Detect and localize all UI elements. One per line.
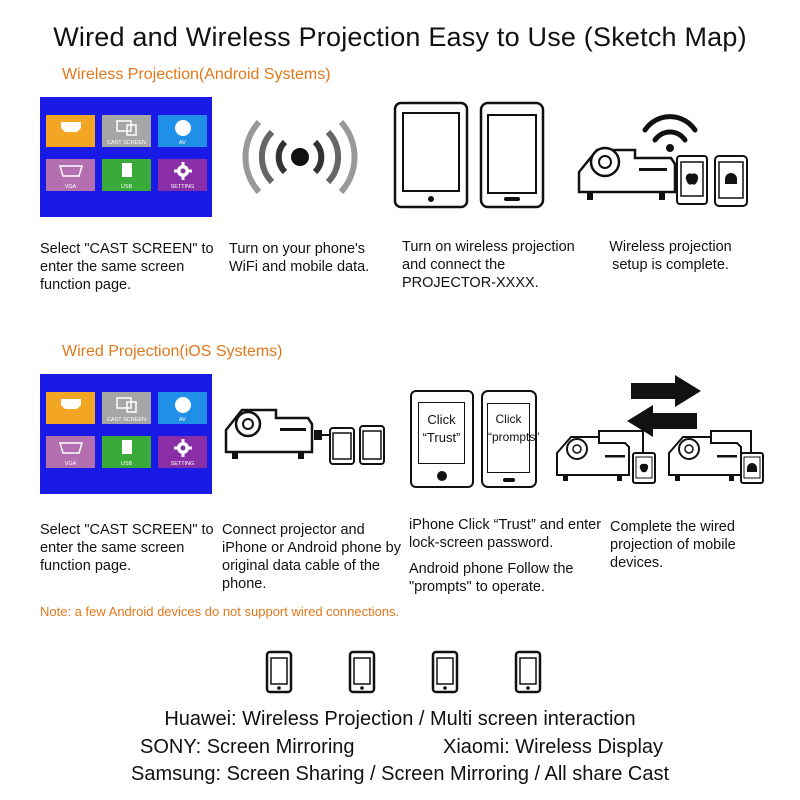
wireless-step-2-caption: Turn on your phone's WiFi and mobile dat…: [229, 241, 370, 275]
gear-icon: [173, 439, 192, 457]
iphone-trust-mockup: Click “Trust”: [410, 390, 474, 488]
cast-screen-icon: [115, 120, 137, 136]
tile-label: AV: [179, 140, 186, 146]
projector-menu-wired: CAST SCREEN AV VGA USB SETTING: [40, 374, 212, 494]
cast-screen-icon: [115, 397, 137, 413]
usb-icon: [121, 163, 132, 177]
setting-tile: SETTING: [158, 436, 207, 468]
tile-label: USB: [120, 184, 133, 190]
tile-label: USB: [120, 461, 133, 467]
projector-wireless-icon: [577, 114, 748, 207]
wireless-step-1-caption: Select "CAST SCREEN" to enter the same s…: [40, 241, 214, 293]
projector-cable-icon: [224, 408, 385, 465]
android-prompts-mockup: Click “prompts”: [481, 390, 540, 488]
wireless-step-4-caption: Wireless projection setup is complete.: [609, 239, 732, 273]
tile-label: VGA: [64, 461, 77, 467]
page-title: Wired and Wireless Projection Easy to Us…: [53, 22, 747, 52]
wifi-signal-icon: [242, 119, 358, 195]
usb-tile: USB: [102, 436, 151, 468]
hdmi-tile: [46, 115, 95, 147]
iphone-screen: Click “Trust”: [418, 402, 465, 464]
cast-screen-tile: CAST SCREEN: [102, 115, 151, 147]
phone-icon: [265, 650, 293, 694]
arrow-left-icon: [627, 405, 697, 437]
wired-step-1-caption: Select "CAST SCREEN" to enter the same s…: [40, 522, 214, 574]
av-icon: [174, 397, 191, 413]
av-tile: AV: [158, 392, 207, 424]
vga-tile: VGA: [46, 436, 95, 468]
tile-label: AV: [179, 417, 186, 423]
hdmi-icon: [60, 122, 81, 132]
wired-step-4-caption: Android phone Follow the "prompts" to op…: [409, 561, 574, 595]
prompts-text: Click “prompts”: [488, 412, 540, 444]
brand-line-samsung: Samsung: Screen Sharing / Screen Mirrori…: [130, 763, 670, 785]
phone-icon: [514, 650, 542, 694]
vga-icon: [58, 165, 83, 177]
brand-line-sony: SONY: Screen Mirroring: [140, 736, 355, 758]
tile-label: VGA: [64, 184, 77, 190]
projector-menu-wireless: CAST SCREEN AV VGA USB SETTING: [40, 97, 212, 217]
trust-prompt-text: Click “Trust”: [422, 412, 461, 445]
tile-label: CAST SCREEN: [106, 417, 147, 423]
wireless-section-heading: Wireless Projection(Android Systems): [62, 66, 331, 83]
brand-line-xiaomi: Xiaomi: Wireless Display: [443, 736, 664, 758]
av-tile: AV: [158, 115, 207, 147]
setting-tile: SETTING: [158, 159, 207, 191]
hdmi-tile: [46, 392, 95, 424]
usb-tile: USB: [102, 159, 151, 191]
home-bar: [503, 478, 515, 482]
wireless-step-3-caption: Turn on wireless projection and connect …: [402, 239, 575, 291]
tile-label: CAST SCREEN: [106, 140, 147, 146]
brand-line-huawei: Huawei: Wireless Projection / Multi scre…: [164, 708, 636, 730]
tablet-and-phone-icon: [393, 101, 545, 209]
usb-icon: [121, 440, 132, 454]
wired-step-3-caption: iPhone Click “Trust” and enter lock-scre…: [409, 517, 602, 551]
wired-section-heading: Wired Projection(iOS Systems): [62, 343, 283, 360]
av-icon: [174, 120, 191, 136]
cast-screen-tile: CAST SCREEN: [102, 392, 151, 424]
wired-step-5-caption: Complete the wired projection of mobile …: [610, 519, 736, 571]
wired-step-2-caption: Connect projector and iPhone or Android …: [222, 522, 401, 592]
phone-icon: [348, 650, 376, 694]
vga-icon: [58, 442, 83, 454]
android-screen: Click “prompts”: [487, 403, 540, 473]
mirror-projection-icon: [556, 375, 764, 484]
hdmi-icon: [60, 399, 81, 409]
tile-label: SETTING: [170, 184, 195, 190]
wired-note: Note: a few Android devices do not suppo…: [40, 604, 400, 619]
gear-icon: [173, 162, 192, 180]
tile-label: SETTING: [170, 461, 195, 467]
phone-icon: [431, 650, 459, 694]
vga-tile: VGA: [46, 159, 95, 191]
home-button: [437, 471, 447, 481]
arrow-right-icon: [631, 375, 701, 407]
